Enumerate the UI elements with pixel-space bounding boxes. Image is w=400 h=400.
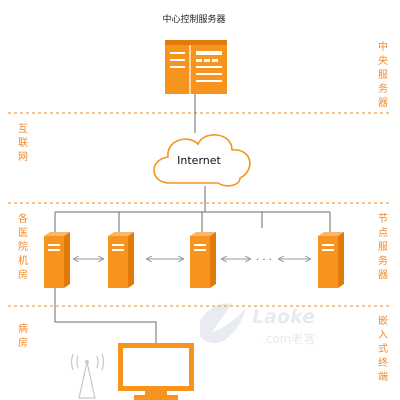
zone-label-hospitals-right: 节点服务器 bbox=[378, 213, 388, 281]
internet-label: Internet bbox=[177, 154, 221, 167]
node-server-icon bbox=[318, 232, 344, 288]
more-servers-ellipsis: · · · bbox=[256, 255, 272, 266]
zone-label-ward-left: 病房 bbox=[18, 322, 28, 349]
watermark-logo-text: Laoke bbox=[252, 306, 315, 328]
terminal-monitor-icon bbox=[118, 343, 194, 400]
laoke-watermark: Laoke .com老客 bbox=[200, 303, 315, 346]
zone-label-internet-left: 互联网 bbox=[18, 123, 28, 163]
node-server-icon bbox=[108, 232, 134, 288]
central-server-title: 中心控制服务器 bbox=[162, 13, 225, 25]
node-server-icon bbox=[190, 232, 216, 288]
node-server-icon bbox=[44, 232, 70, 288]
watermark-swoosh-icon bbox=[200, 303, 246, 344]
internet-cloud-icon bbox=[153, 134, 251, 187]
wireless-antenna-icon bbox=[70, 353, 105, 399]
zone-label-hospitals-left: 各医院机房 bbox=[18, 212, 28, 281]
node-to-terminal-link bbox=[54, 288, 157, 343]
zone-label-central-right: 中央服务器 bbox=[378, 40, 388, 109]
watermark-sub-text: .com老客 bbox=[262, 331, 315, 346]
central-server-icon bbox=[165, 40, 227, 94]
zone-label-ward-right: 嵌入式终端 bbox=[378, 315, 388, 383]
